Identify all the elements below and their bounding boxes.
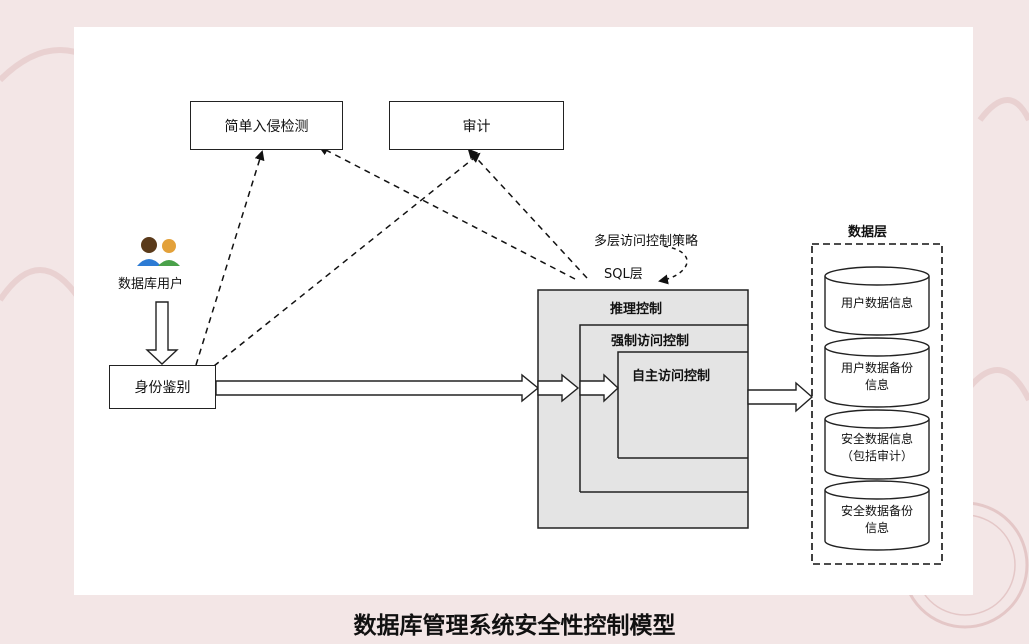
audit-box: 审计 <box>389 101 564 150</box>
intrusion-detection-label: 简单入侵检测 <box>224 118 309 135</box>
to-data-arrow <box>747 381 814 413</box>
layer-inference-label: 推理控制 <box>610 302 663 317</box>
cylinder-label-4: 安全数据备份 信息 <box>840 504 913 535</box>
identity-label: 身份鉴别 <box>134 380 191 396</box>
user-label: 数据库用户 <box>118 277 184 292</box>
cylinder-label-1: 用户数据信息 <box>840 296 913 310</box>
audit-label: 审计 <box>462 118 491 135</box>
diagram-caption: 数据库管理系统安全性控制模型 <box>353 612 676 639</box>
users-icon <box>137 237 180 266</box>
main-flow-arrow <box>215 373 540 403</box>
layer-inference-box <box>537 289 749 529</box>
layer-discretionary-label: 自主访问控制 <box>632 369 711 384</box>
policy-curve-arrow <box>658 245 688 285</box>
data-layer-border <box>811 243 943 565</box>
data-layer-title: 数据层 <box>848 225 888 240</box>
cylinders <box>824 266 930 551</box>
policy-label: 多层访问控制策略 <box>594 234 699 249</box>
identity-box: 身份鉴别 <box>109 365 216 409</box>
dashed-arrows <box>195 146 588 367</box>
sql-label: SQL层 <box>604 267 643 282</box>
cylinder-label-3: 安全数据信息 （包括审计） <box>840 432 913 463</box>
layer-mandatory-label: 强制访问控制 <box>611 334 690 349</box>
intrusion-detection-box: 简单入侵检测 <box>190 101 343 150</box>
cylinder-label-2: 用户数据备份 信息 <box>840 361 913 392</box>
down-arrow <box>145 301 179 365</box>
